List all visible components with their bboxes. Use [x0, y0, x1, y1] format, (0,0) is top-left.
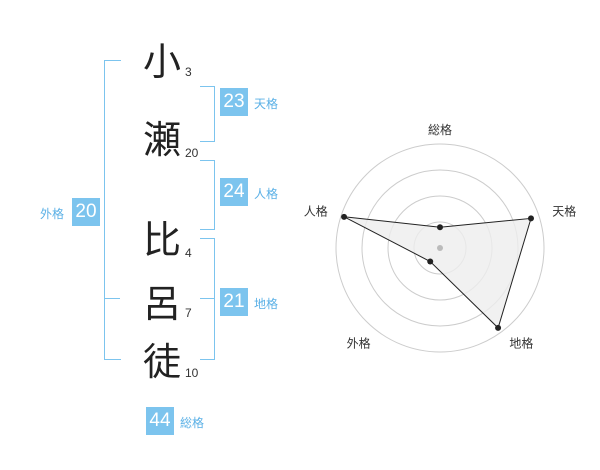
name-char: 小 — [142, 40, 181, 84]
name-char: 徒 — [142, 340, 181, 384]
radar-center-dot — [437, 245, 443, 251]
jinkaku-value: 24 — [220, 178, 248, 206]
bracket-divider — [104, 298, 120, 299]
stroke-count: 7 — [185, 306, 192, 320]
gaikaku-bracket — [104, 60, 121, 360]
jinkaku-label: 人格 — [254, 187, 279, 201]
gaikaku-value: 20 — [72, 198, 100, 226]
radar-point-3 — [495, 324, 502, 331]
radar-axis-label: 外格 — [347, 336, 371, 351]
name-char: 呂 — [142, 282, 181, 326]
radar-axis-label: 人格 — [304, 204, 328, 219]
name-char: 瀬 — [142, 118, 181, 162]
stroke-count: 3 — [185, 65, 192, 79]
radar-point-1 — [437, 224, 443, 231]
chikaku-value: 21 — [220, 288, 248, 316]
stroke-count: 10 — [185, 366, 199, 380]
tenkaku-bracket — [200, 86, 215, 142]
radar-axis-label: 天格 — [552, 204, 576, 219]
soukaku-value: 44 — [146, 407, 174, 435]
radar-grid-ring — [335, 143, 545, 353]
chikaku-bracket — [200, 238, 215, 360]
gaikaku-label: 外格 — [40, 207, 65, 221]
tenkaku-value: 23 — [220, 88, 248, 116]
stroke-count: 20 — [185, 146, 199, 160]
bracket-divider — [200, 298, 214, 299]
chikaku-label: 地格 — [254, 297, 279, 311]
radar-area — [343, 216, 532, 329]
radar-point-2 — [527, 215, 534, 222]
radar-axis-label: 総格 — [428, 122, 452, 137]
radar-axis-label: 地格 — [509, 336, 533, 351]
tenkaku-label: 天格 — [254, 97, 279, 111]
name-char: 比 — [142, 218, 181, 262]
jinkaku-bracket — [200, 160, 215, 230]
radar-point-5 — [341, 213, 348, 220]
stroke-count: 4 — [185, 246, 192, 260]
soukaku-label: 総格 — [180, 416, 205, 430]
radar-point-4 — [427, 258, 434, 265]
